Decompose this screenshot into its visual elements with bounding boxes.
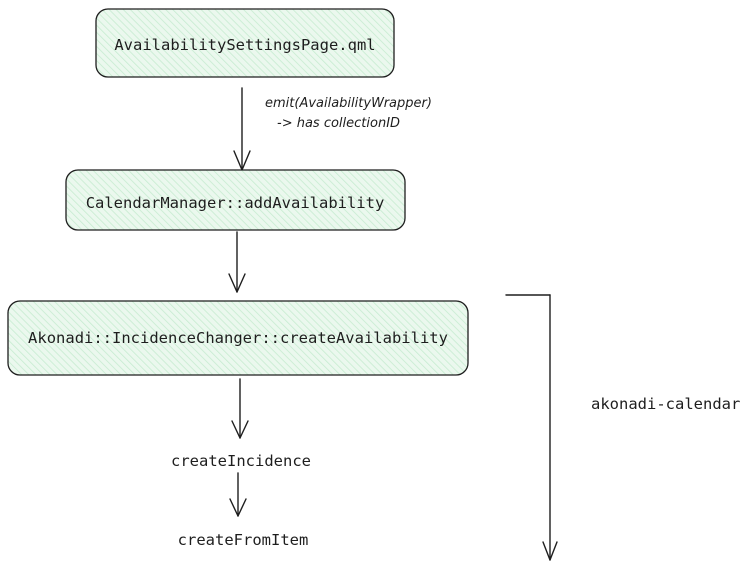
incidence-changer-box (7, 300, 469, 376)
create-incidence-label: createIncidence (171, 452, 311, 470)
calendar-manager-node: CalendarManager::addAvailability (65, 169, 406, 231)
create-incidence-arrow-head (229, 498, 247, 517)
emit-annotation-line1: emit(AvailabilityWrapper) (265, 96, 432, 111)
emit-arrow (233, 87, 251, 171)
create-incidence-arrow (229, 472, 247, 517)
add-availability-arrow (228, 231, 246, 293)
calendar-manager-label: CalendarManager::addAvailability (86, 194, 385, 212)
create-availability-arrow-head (231, 420, 249, 439)
scope-arrow-head (542, 541, 558, 561)
emit-annotation: emit(AvailabilityWrapper) -> has collect… (265, 96, 432, 131)
incidence-changer-node: Akonadi::IncidenceChanger::createAvailab… (7, 300, 469, 376)
calendar-manager-box (65, 169, 406, 231)
emit-annotation-line2: -> has collectionID (277, 116, 400, 131)
scope-label: akonadi-calendar (591, 395, 740, 413)
settings-page-box (95, 8, 395, 78)
settings-page-node: AvailabilitySettingsPage.qml (95, 8, 395, 78)
add-availability-arrow-head (228, 273, 246, 293)
create-availability-arrow (231, 378, 249, 439)
incidence-changer-label: Akonadi::IncidenceChanger::createAvailab… (28, 329, 448, 347)
settings-page-label: AvailabilitySettingsPage.qml (114, 36, 375, 54)
scope-arrow (505, 294, 558, 561)
create-from-item-label: createFromItem (178, 531, 309, 549)
